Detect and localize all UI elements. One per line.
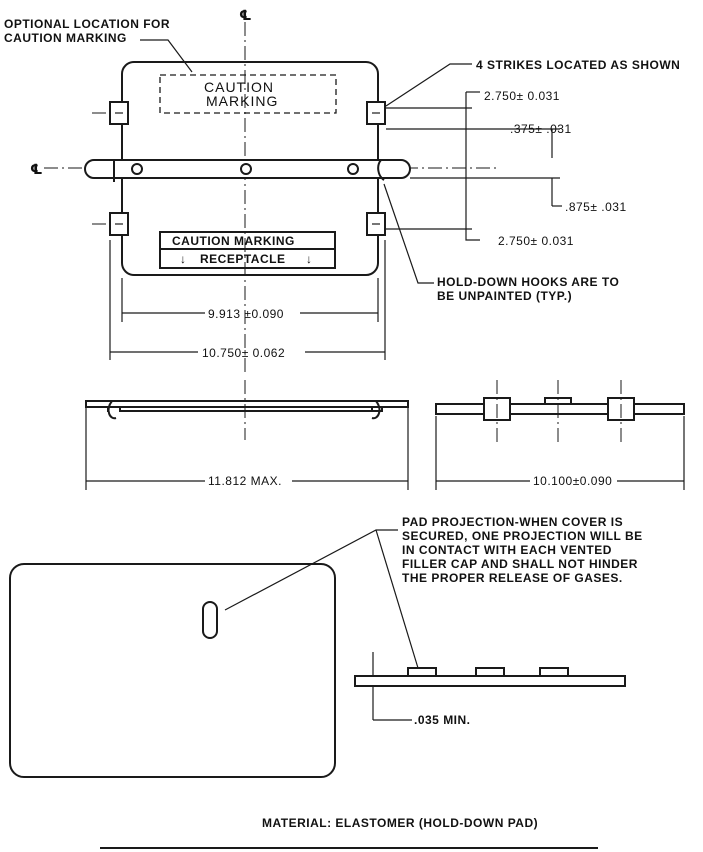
strikes-leader	[385, 63, 472, 107]
pad-leader-profile	[375, 529, 419, 669]
top-view: ℄ ℄ CAUTION MARKING OPTIONAL LOCATION FO…	[4, 7, 680, 372]
side-bar	[119, 406, 383, 412]
receptacle-arrow-right: ↓	[306, 252, 313, 266]
pad-note-line3: IN CONTACT WITH EACH VENTED	[402, 543, 612, 557]
bar-hole-left	[131, 163, 143, 175]
dim-035: .035 MIN.	[414, 713, 471, 727]
receptacle-line1: CAUTION MARKING	[172, 234, 295, 248]
material-note: MATERIAL: ELASTOMER (HOLD-DOWN PAD)	[262, 816, 538, 830]
dim-875: .875± .031	[565, 200, 627, 214]
pad-note-line2: SECURED, ONE PROJECTION WILL BE	[402, 529, 643, 543]
strikes-label: 4 STRIKES LOCATED AS SHOWN	[476, 58, 680, 72]
pad-projection-3	[539, 667, 569, 677]
side-hook-left	[107, 400, 117, 420]
optional-location-leader	[140, 39, 193, 73]
pad-leader-top	[224, 529, 398, 611]
side-view-right: 10.100±0.090	[435, 380, 685, 490]
hooks-leader	[383, 183, 434, 284]
caution-box-line2: MARKING	[206, 93, 278, 109]
dim-11812: 11.812 MAX.	[208, 474, 282, 488]
pad-projection-2	[475, 667, 505, 677]
receptacle-line2: RECEPTACLE	[200, 252, 285, 266]
dim-top-2750: 2.750± 0.031	[484, 89, 560, 103]
dim-10100: 10.100±0.090	[533, 474, 612, 488]
optional-location-line2: CAUTION MARKING	[4, 31, 127, 45]
end-plate	[435, 403, 685, 415]
pad-note-line4: FILLER CAP AND SHALL NOT HINDER	[402, 557, 638, 571]
caution-box-line1: CAUTION	[204, 79, 274, 95]
pad-projection-1	[407, 667, 437, 677]
pad-outline	[9, 563, 336, 778]
hooks-label-line2: BE UNPAINTED (TYP.)	[437, 289, 572, 303]
dim-9913: 9.913 ±0.090	[208, 307, 284, 321]
centerline-symbol-top: ℄	[239, 7, 253, 23]
hold-down-hook	[113, 159, 385, 182]
receptacle-arrow-left: ↓	[180, 252, 187, 266]
pad-profile: .035 MIN.	[354, 652, 626, 727]
pad-profile-base	[354, 675, 626, 687]
centerline-symbol-left: ℄	[30, 161, 44, 177]
hooks-label-line1: HOLD-DOWN HOOKS ARE TO	[437, 275, 619, 289]
pad-projection-slot	[202, 601, 218, 639]
optional-caution-box	[159, 74, 337, 114]
pad-view: PAD PROJECTION-WHEN COVER IS SECURED, ON…	[9, 515, 643, 778]
dim-bottom-2750: 2.750± 0.031	[498, 234, 574, 248]
optional-location-line1: OPTIONAL LOCATION FOR	[4, 17, 170, 31]
side-hook-right	[371, 400, 381, 420]
pad-note-line1: PAD PROJECTION-WHEN COVER IS	[402, 515, 623, 529]
dim-10750: 10.750± 0.062	[202, 346, 285, 360]
bar-hole-center	[240, 163, 252, 175]
hold-down-bar	[84, 159, 411, 179]
bar-hole-right	[347, 163, 359, 175]
dim-375: .375± .031	[510, 122, 572, 136]
side-view-left: 11.812 MAX.	[85, 380, 409, 490]
pad-note-line5: THE PROPER RELEASE OF GASES.	[402, 571, 623, 585]
